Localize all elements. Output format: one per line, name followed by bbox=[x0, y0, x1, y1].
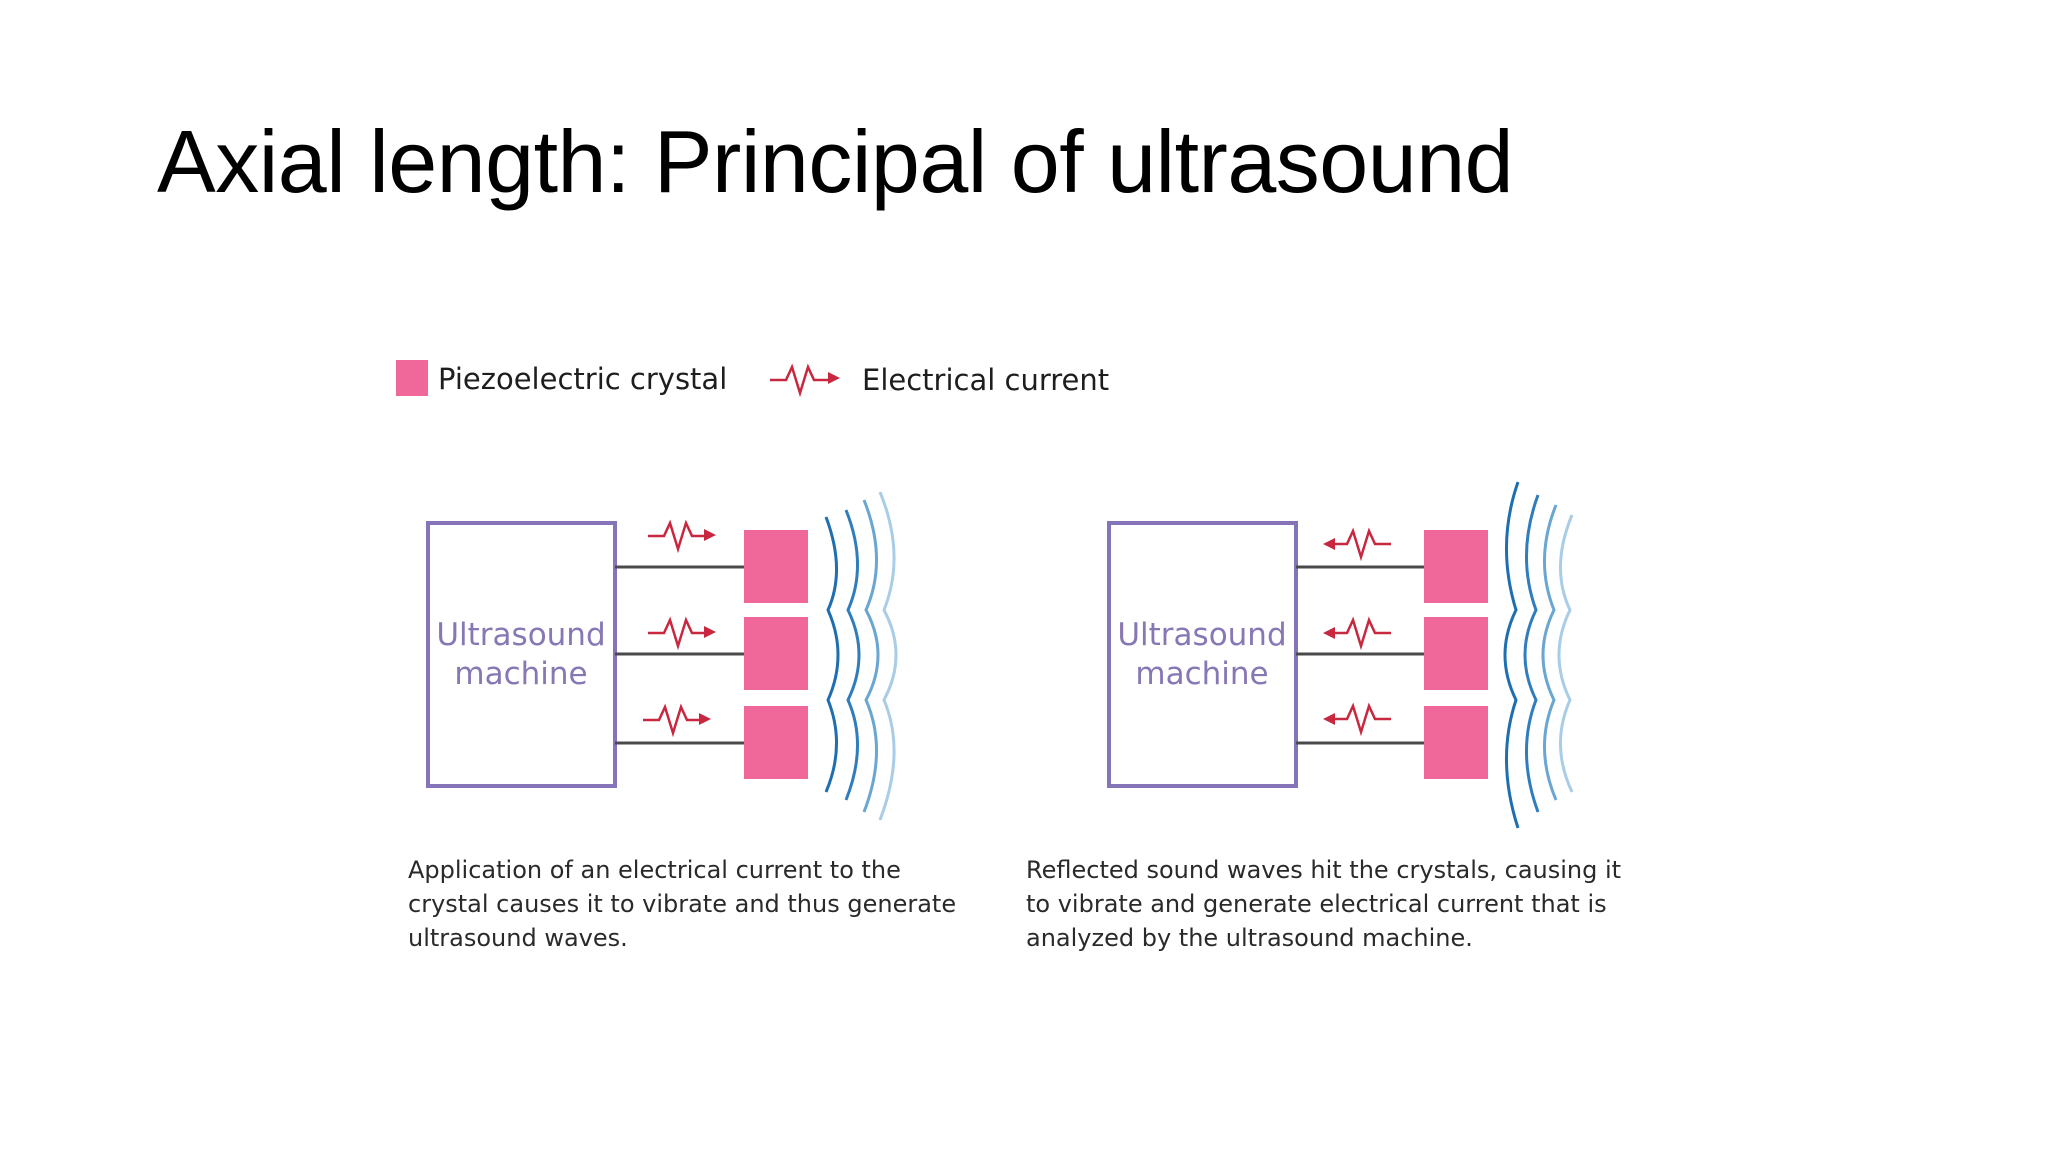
legend: Piezoelectric crystal Electrical current bbox=[396, 360, 1109, 398]
caption-line-2: to vibrate and generate electrical curre… bbox=[1026, 890, 1607, 918]
current-arrow-bottom bbox=[1323, 702, 1391, 737]
machine-label-line2: machine bbox=[454, 656, 587, 692]
legend-current-label: Electrical current bbox=[862, 363, 1109, 397]
crystal-bottom bbox=[1424, 706, 1488, 779]
caption-line-1: Application of an electrical current to … bbox=[408, 856, 901, 884]
ultrasound-machine-box bbox=[1107, 521, 1298, 788]
crystal-top bbox=[744, 530, 808, 603]
current-arrow-middle bbox=[1323, 616, 1391, 651]
legend-crystal-swatch bbox=[396, 360, 428, 396]
panel-receive: Ultrasound machine bbox=[1026, 481, 1621, 952]
machine-label-line1: Ultrasound bbox=[436, 617, 605, 653]
crystal-middle bbox=[1424, 617, 1488, 690]
caption-line-1: Reflected sound waves hit the crystals, … bbox=[1026, 856, 1621, 884]
ultrasound-machine-box bbox=[426, 521, 617, 788]
caption-line-3: ultrasound waves. bbox=[408, 924, 628, 952]
machine-label-line2: machine bbox=[1135, 656, 1268, 692]
sound-waves-reflected bbox=[1503, 481, 1574, 829]
legend-current-icon bbox=[770, 363, 840, 398]
slide-title: Axial length: Principal of ultrasound bbox=[157, 112, 1514, 211]
caption-line-2: crystal causes it to vibrate and thus ge… bbox=[408, 890, 956, 918]
caption-line-3: analyzed by the ultrasound machine. bbox=[1026, 924, 1473, 952]
current-arrow-top bbox=[1323, 527, 1391, 562]
machine-label-line1: Ultrasound bbox=[1117, 617, 1286, 653]
panel-transmit: Ultrasound machine bbox=[408, 491, 956, 952]
current-arrow-bottom bbox=[643, 703, 711, 738]
sound-waves-emitted bbox=[824, 491, 898, 821]
crystal-bottom bbox=[744, 706, 808, 779]
crystal-top bbox=[1424, 530, 1488, 603]
legend-crystal-label: Piezoelectric crystal bbox=[438, 362, 727, 396]
current-arrow-middle bbox=[648, 616, 716, 651]
current-arrow-top bbox=[648, 519, 716, 554]
crystal-middle bbox=[744, 617, 808, 690]
